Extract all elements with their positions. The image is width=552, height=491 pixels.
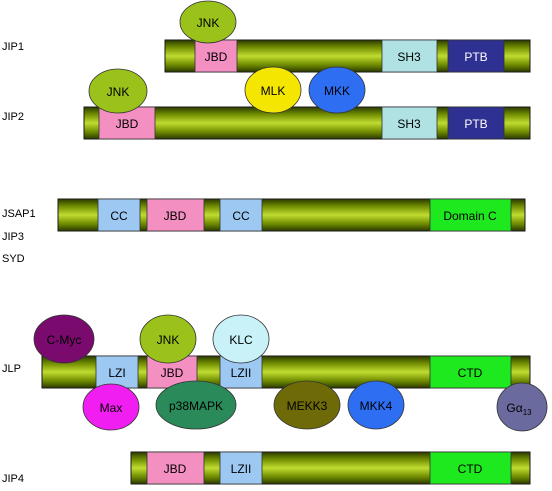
jsap1-domain-c-label: Domain C	[443, 209, 497, 223]
jip2-mkk-partner	[308, 66, 366, 114]
jip2-sh3-domain	[381, 106, 438, 140]
jip2-ptb-label: PTB	[464, 117, 487, 131]
jlp-ctd-label: CTD	[458, 366, 483, 380]
jlp-p38mapk-partner	[155, 380, 237, 430]
jip1-label: JIP1	[2, 41, 24, 53]
jip4-row: JIP4 JBD LZII CTD	[2, 451, 531, 485]
jip1-jbd-label: JBD	[205, 50, 228, 64]
jip2-ptb-domain	[447, 106, 505, 140]
jlp-jnk-partner	[139, 314, 197, 364]
syd-label: SYD	[2, 253, 25, 265]
jlp-lzii-label: LZII	[231, 366, 252, 380]
jsap1-domain-c	[429, 198, 512, 232]
jlp-jnk-label: JNK	[157, 333, 180, 347]
jip2-mlk-label: MLK	[261, 84, 286, 98]
jip2-row: JIP2 JBD SH3 PTB JNK MLK MKK	[2, 66, 531, 140]
jip4-jbd-domain	[146, 451, 205, 485]
jip1-sh3-label: SH3	[397, 50, 421, 64]
jsap1-label: JSAP1	[2, 208, 36, 220]
jsap1-cc1-label: CC	[110, 209, 128, 223]
jip1-ptb-domain	[447, 39, 505, 73]
jip3-label: JIP3	[2, 231, 24, 243]
jsap1-jbd-label: JBD	[164, 209, 187, 223]
jip4-lzii-domain	[219, 451, 263, 485]
jip4-ctd-domain	[429, 451, 512, 485]
jsap1-row: JSAP1 JIP3 SYD CC JBD CC Domain C	[2, 198, 526, 265]
jlp-lzi-label: LZI	[108, 366, 125, 380]
jlp-mekk3-partner	[273, 380, 341, 430]
jsap1-cc2-label: CC	[232, 209, 250, 223]
jip1-jnk-partner	[179, 0, 237, 44]
jip1-row: JIP1 JBD SH3 PTB JNK	[2, 0, 531, 73]
jip2-mlk-partner	[244, 66, 302, 114]
jsap1-jbd-domain	[146, 198, 205, 232]
jlp-cmyc-label: C-Myc	[47, 333, 82, 347]
jip2-jnk-label: JNK	[107, 85, 130, 99]
jlp-label: JLP	[2, 363, 21, 375]
jlp-mkk4-label: MKK4	[360, 399, 393, 413]
jlp-row: JLP LZI JBD LZII CTD C-Myc JNK KLC Max p…	[2, 314, 548, 432]
jlp-galpha13-label: Gα13	[506, 401, 532, 417]
jip2-jbd-label: JBD	[116, 117, 139, 131]
jsap1-cc2-domain	[219, 198, 263, 232]
jip1-ptb-label: PTB	[464, 50, 487, 64]
jlp-max-partner	[82, 383, 140, 431]
jlp-mkk4-partner	[347, 380, 405, 430]
jip1-jnk-label: JNK	[197, 16, 220, 30]
jlp-galpha13-partner	[496, 382, 548, 432]
jlp-mekk3-label: MEKK3	[287, 399, 328, 413]
jip2-label: JIP2	[2, 111, 24, 123]
jlp-p38mapk-label: p38MAPK	[169, 399, 223, 413]
galpha-main-text: Gα	[506, 401, 522, 415]
jip1-jbd-domain	[194, 39, 238, 73]
jip4-jbd-label: JBD	[164, 462, 187, 476]
jlp-cmyc-partner	[33, 314, 95, 364]
jlp-klc-partner	[212, 314, 270, 364]
jip2-sh3-label: SH3	[397, 117, 421, 131]
jlp-jbd-label: JBD	[161, 366, 184, 380]
jlp-ctd-domain	[429, 355, 512, 389]
jip2-mkk-label: MKK	[324, 84, 350, 98]
jlp-klc-label: KLC	[229, 333, 253, 347]
jip4-label: JIP4	[2, 473, 24, 485]
jip2-jnk-partner	[88, 68, 148, 114]
jsap1-cc1-domain	[97, 198, 141, 232]
galpha-subscript-text: 13	[523, 408, 532, 417]
jip2-jbd-domain	[98, 106, 156, 140]
jip1-sh3-domain	[381, 39, 438, 73]
jlp-max-label: Max	[100, 401, 123, 415]
jip4-ctd-label: CTD	[458, 462, 483, 476]
jip4-lzii-label: LZII	[231, 462, 252, 476]
